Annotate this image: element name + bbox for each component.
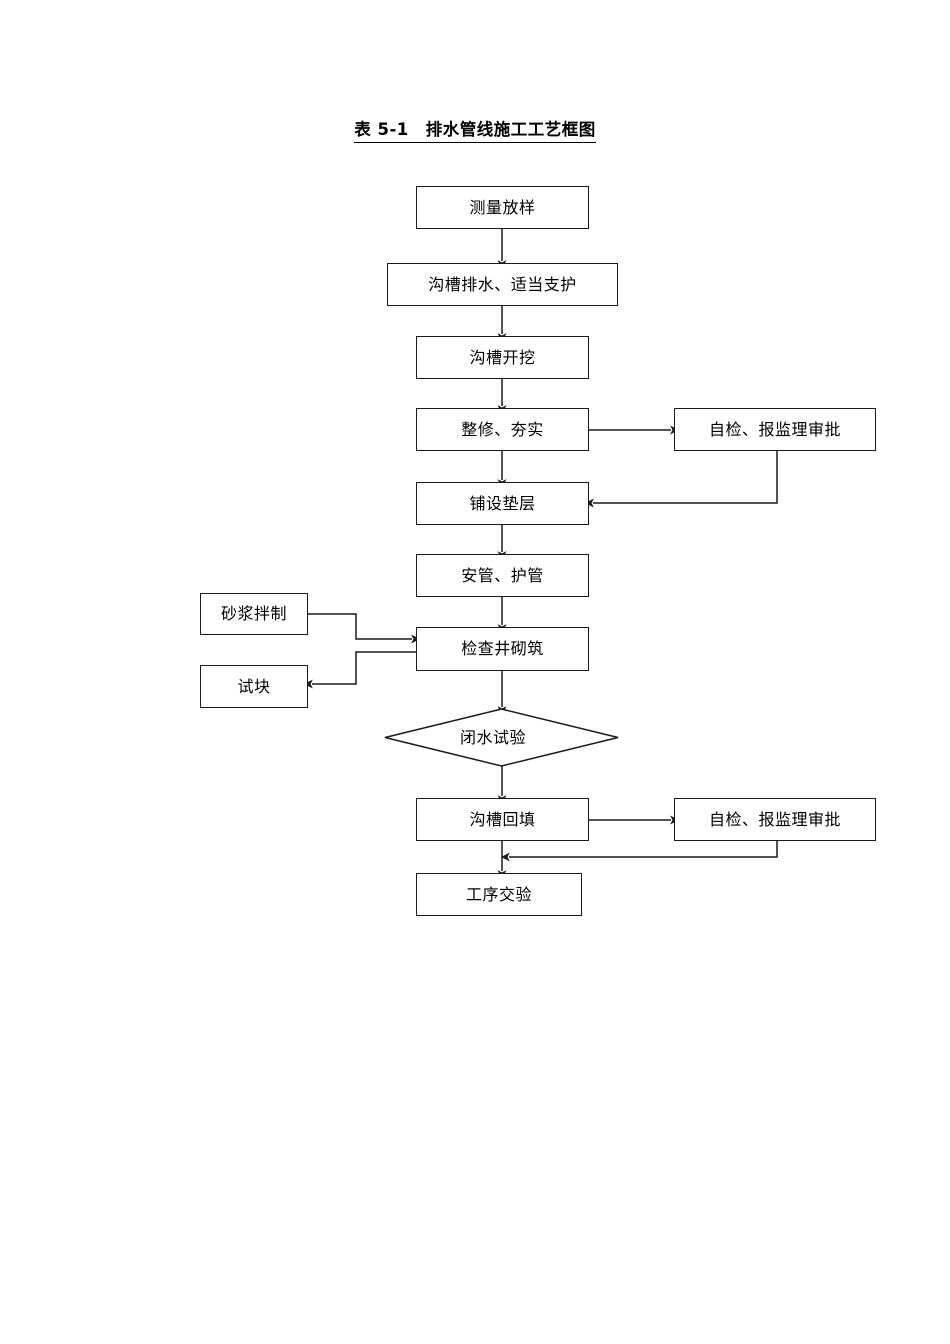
node-label: 工序交验 <box>465 884 532 904</box>
node-repair-compaction[interactable]: 整修、夯实 <box>416 408 589 451</box>
node-label: 沟槽排水、适当支护 <box>428 274 577 294</box>
node-label: 沟槽回填 <box>469 809 536 829</box>
node-label: 自检、报监理审批 <box>708 809 841 829</box>
diamond-shape-n11 <box>384 708 619 767</box>
edge-n13-n14 <box>500 841 778 862</box>
node-mortar-mixing[interactable]: 砂浆拌制 <box>200 593 308 635</box>
node-water-tightness-test[interactable]: 闭水试验 <box>460 730 526 746</box>
node-self-inspection-2[interactable]: 自检、报监理审批 <box>674 798 876 841</box>
node-label: 砂浆拌制 <box>220 604 287 623</box>
node-label: 安管、护管 <box>461 565 544 585</box>
node-self-inspection-1[interactable]: 自检、报监理审批 <box>674 408 876 451</box>
node-label: 铺设垫层 <box>469 493 536 513</box>
node-label: 试块 <box>237 676 271 696</box>
page-title: 表 5-1 排水管线施工工艺框图 <box>0 116 950 143</box>
node-label: 整修、夯实 <box>461 419 544 439</box>
node-lay-bedding[interactable]: 铺设垫层 <box>416 482 589 525</box>
node-label: 闭水试验 <box>460 728 527 747</box>
node-label: 检查井砌筑 <box>461 639 544 658</box>
node-trench-excavation[interactable]: 沟槽开挖 <box>416 336 589 379</box>
node-process-handover[interactable]: 工序交验 <box>416 873 582 916</box>
edge-n9-n10 <box>303 651 416 689</box>
node-trench-drainage[interactable]: 沟槽排水、适当支护 <box>387 263 618 306</box>
edge-n8-n9 <box>308 613 421 644</box>
node-trench-backfill[interactable]: 沟槽回填 <box>416 798 589 841</box>
page-title-text: 表 5-1 排水管线施工工艺框图 <box>354 116 596 143</box>
node-test-block[interactable]: 试块 <box>200 665 308 708</box>
node-manhole-masonry[interactable]: 检查井砌筑 <box>416 627 589 671</box>
node-label: 测量放样 <box>469 197 536 217</box>
node-measure-layout[interactable]: 测量放样 <box>416 186 589 229</box>
node-label: 沟槽开挖 <box>469 347 536 367</box>
node-label: 自检、报监理审批 <box>708 419 841 439</box>
edge-n5-n6 <box>584 451 778 508</box>
node-pipe-install[interactable]: 安管、护管 <box>416 554 589 597</box>
